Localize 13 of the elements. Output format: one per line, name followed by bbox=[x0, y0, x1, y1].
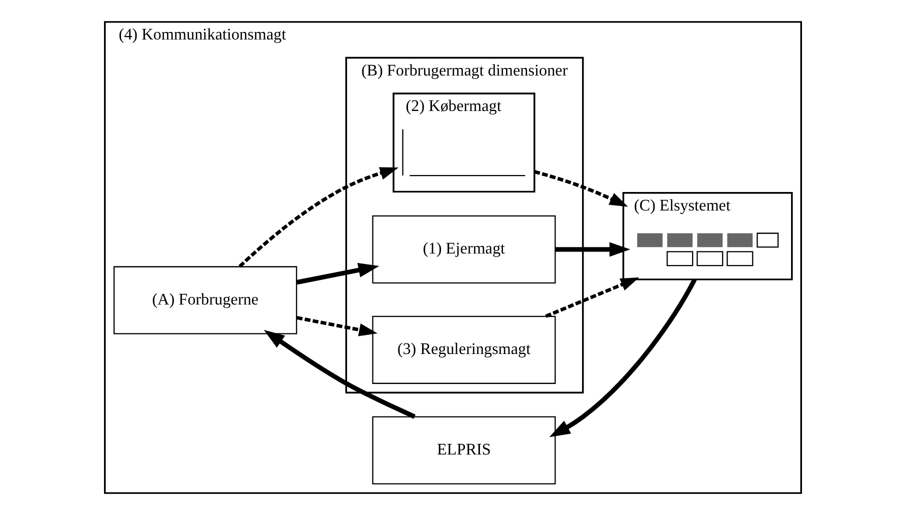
node-box: ELPRIS bbox=[372, 416, 556, 484]
node-box: (3) Reguleringsmagt bbox=[372, 316, 556, 384]
arrow bbox=[238, 167, 399, 268]
node-box: (1) Ejermagt bbox=[372, 215, 556, 284]
arrow bbox=[549, 278, 697, 438]
arrow bbox=[296, 316, 378, 336]
arrow bbox=[555, 242, 630, 257]
node-box: (A) Forbrugerne bbox=[114, 266, 298, 334]
cluster: (C) Elsystemet bbox=[622, 192, 793, 280]
arrow bbox=[545, 277, 640, 318]
arrow bbox=[296, 262, 380, 285]
cluster: (2) Købermagt bbox=[392, 92, 536, 193]
arrow bbox=[534, 170, 628, 207]
